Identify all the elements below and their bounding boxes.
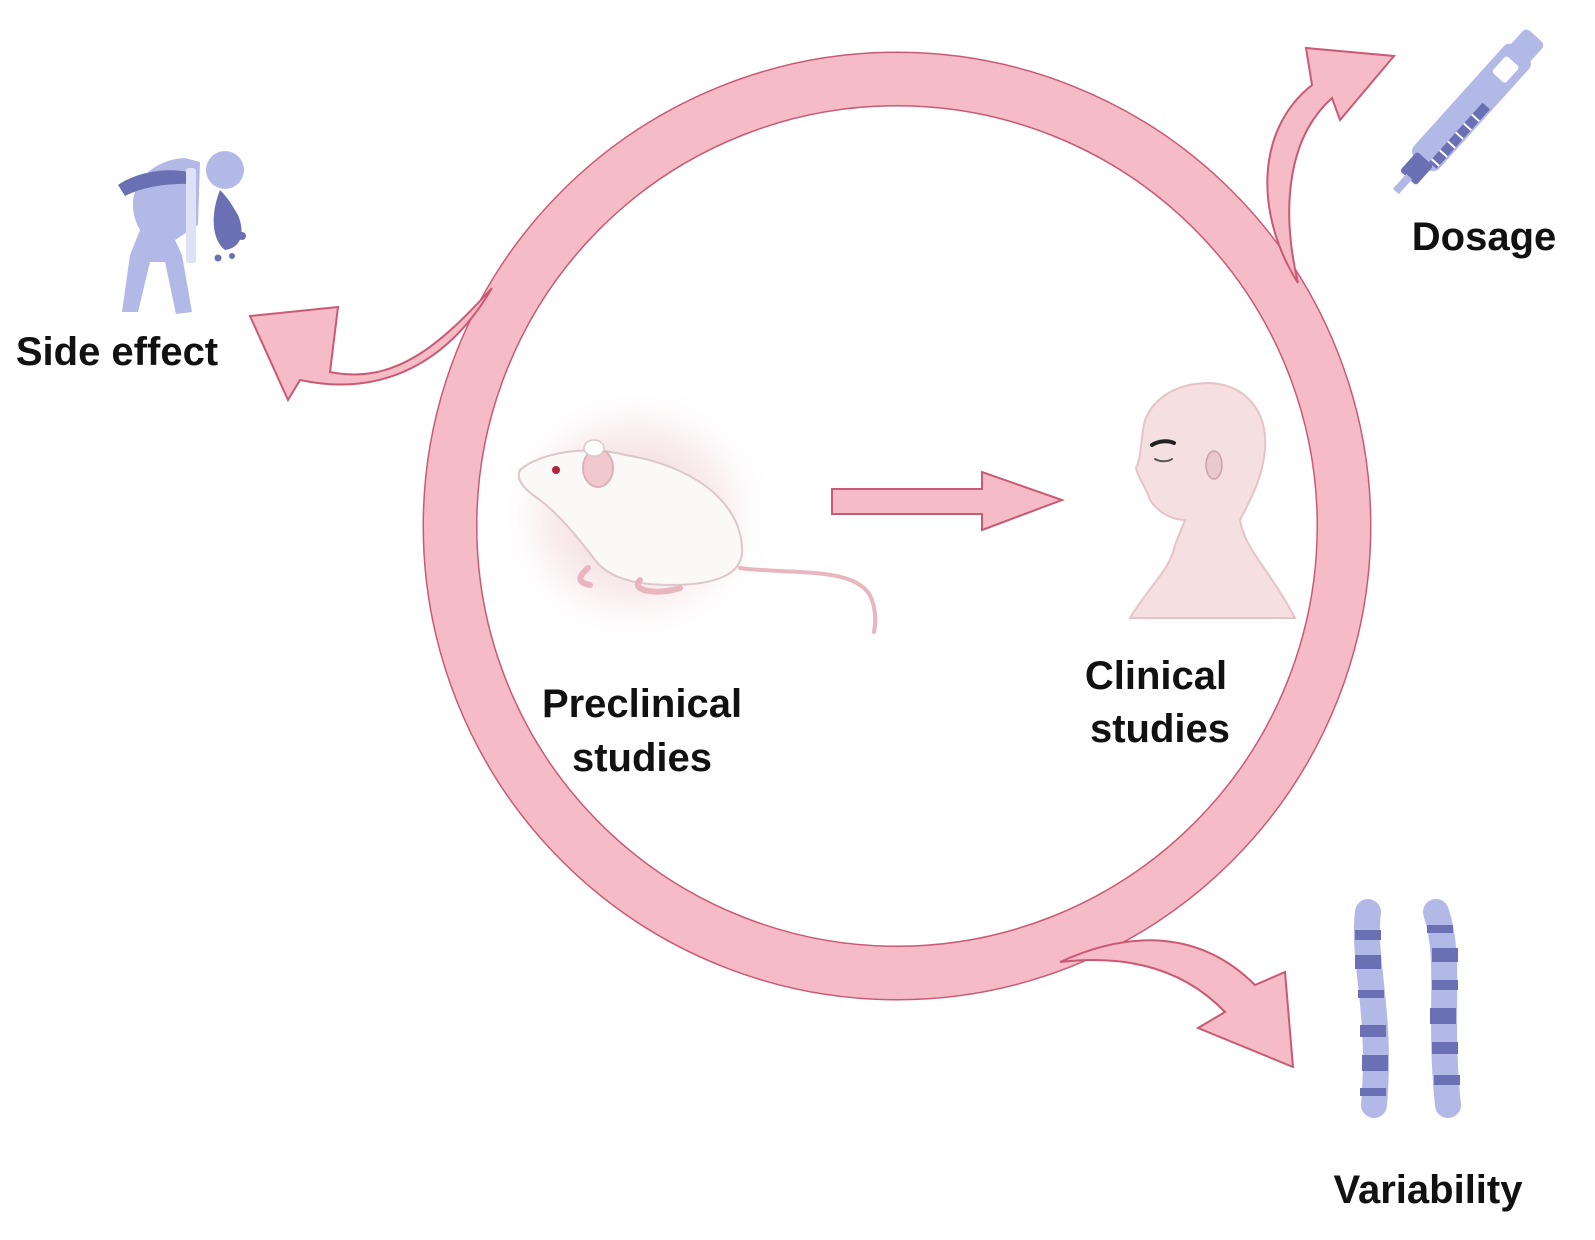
human-head-icon xyxy=(1128,381,1297,619)
preclinical-label-line2: studies xyxy=(572,736,712,780)
dosage-label: Dosage xyxy=(1412,215,1557,259)
chromosome-icon xyxy=(1353,899,1461,1118)
cycle-ring-fill xyxy=(424,53,1370,999)
insulin-pen-icon xyxy=(1392,29,1544,195)
clinical-label-line2: studies xyxy=(1090,707,1230,751)
clinical-label-line1: Clinical xyxy=(1085,654,1227,698)
translation-arrow xyxy=(831,470,1065,532)
side-effect-arrow xyxy=(248,287,493,403)
variability-label: Variability xyxy=(1334,1168,1524,1212)
side-effect-label: Side effect xyxy=(16,330,218,374)
dosage-arrow xyxy=(1266,46,1397,284)
preclinical-label-line1: Preclinical xyxy=(542,682,742,726)
mouse-icon xyxy=(517,439,878,634)
variability-arrow xyxy=(1059,939,1295,1069)
vomiting-person-icon xyxy=(118,151,246,314)
